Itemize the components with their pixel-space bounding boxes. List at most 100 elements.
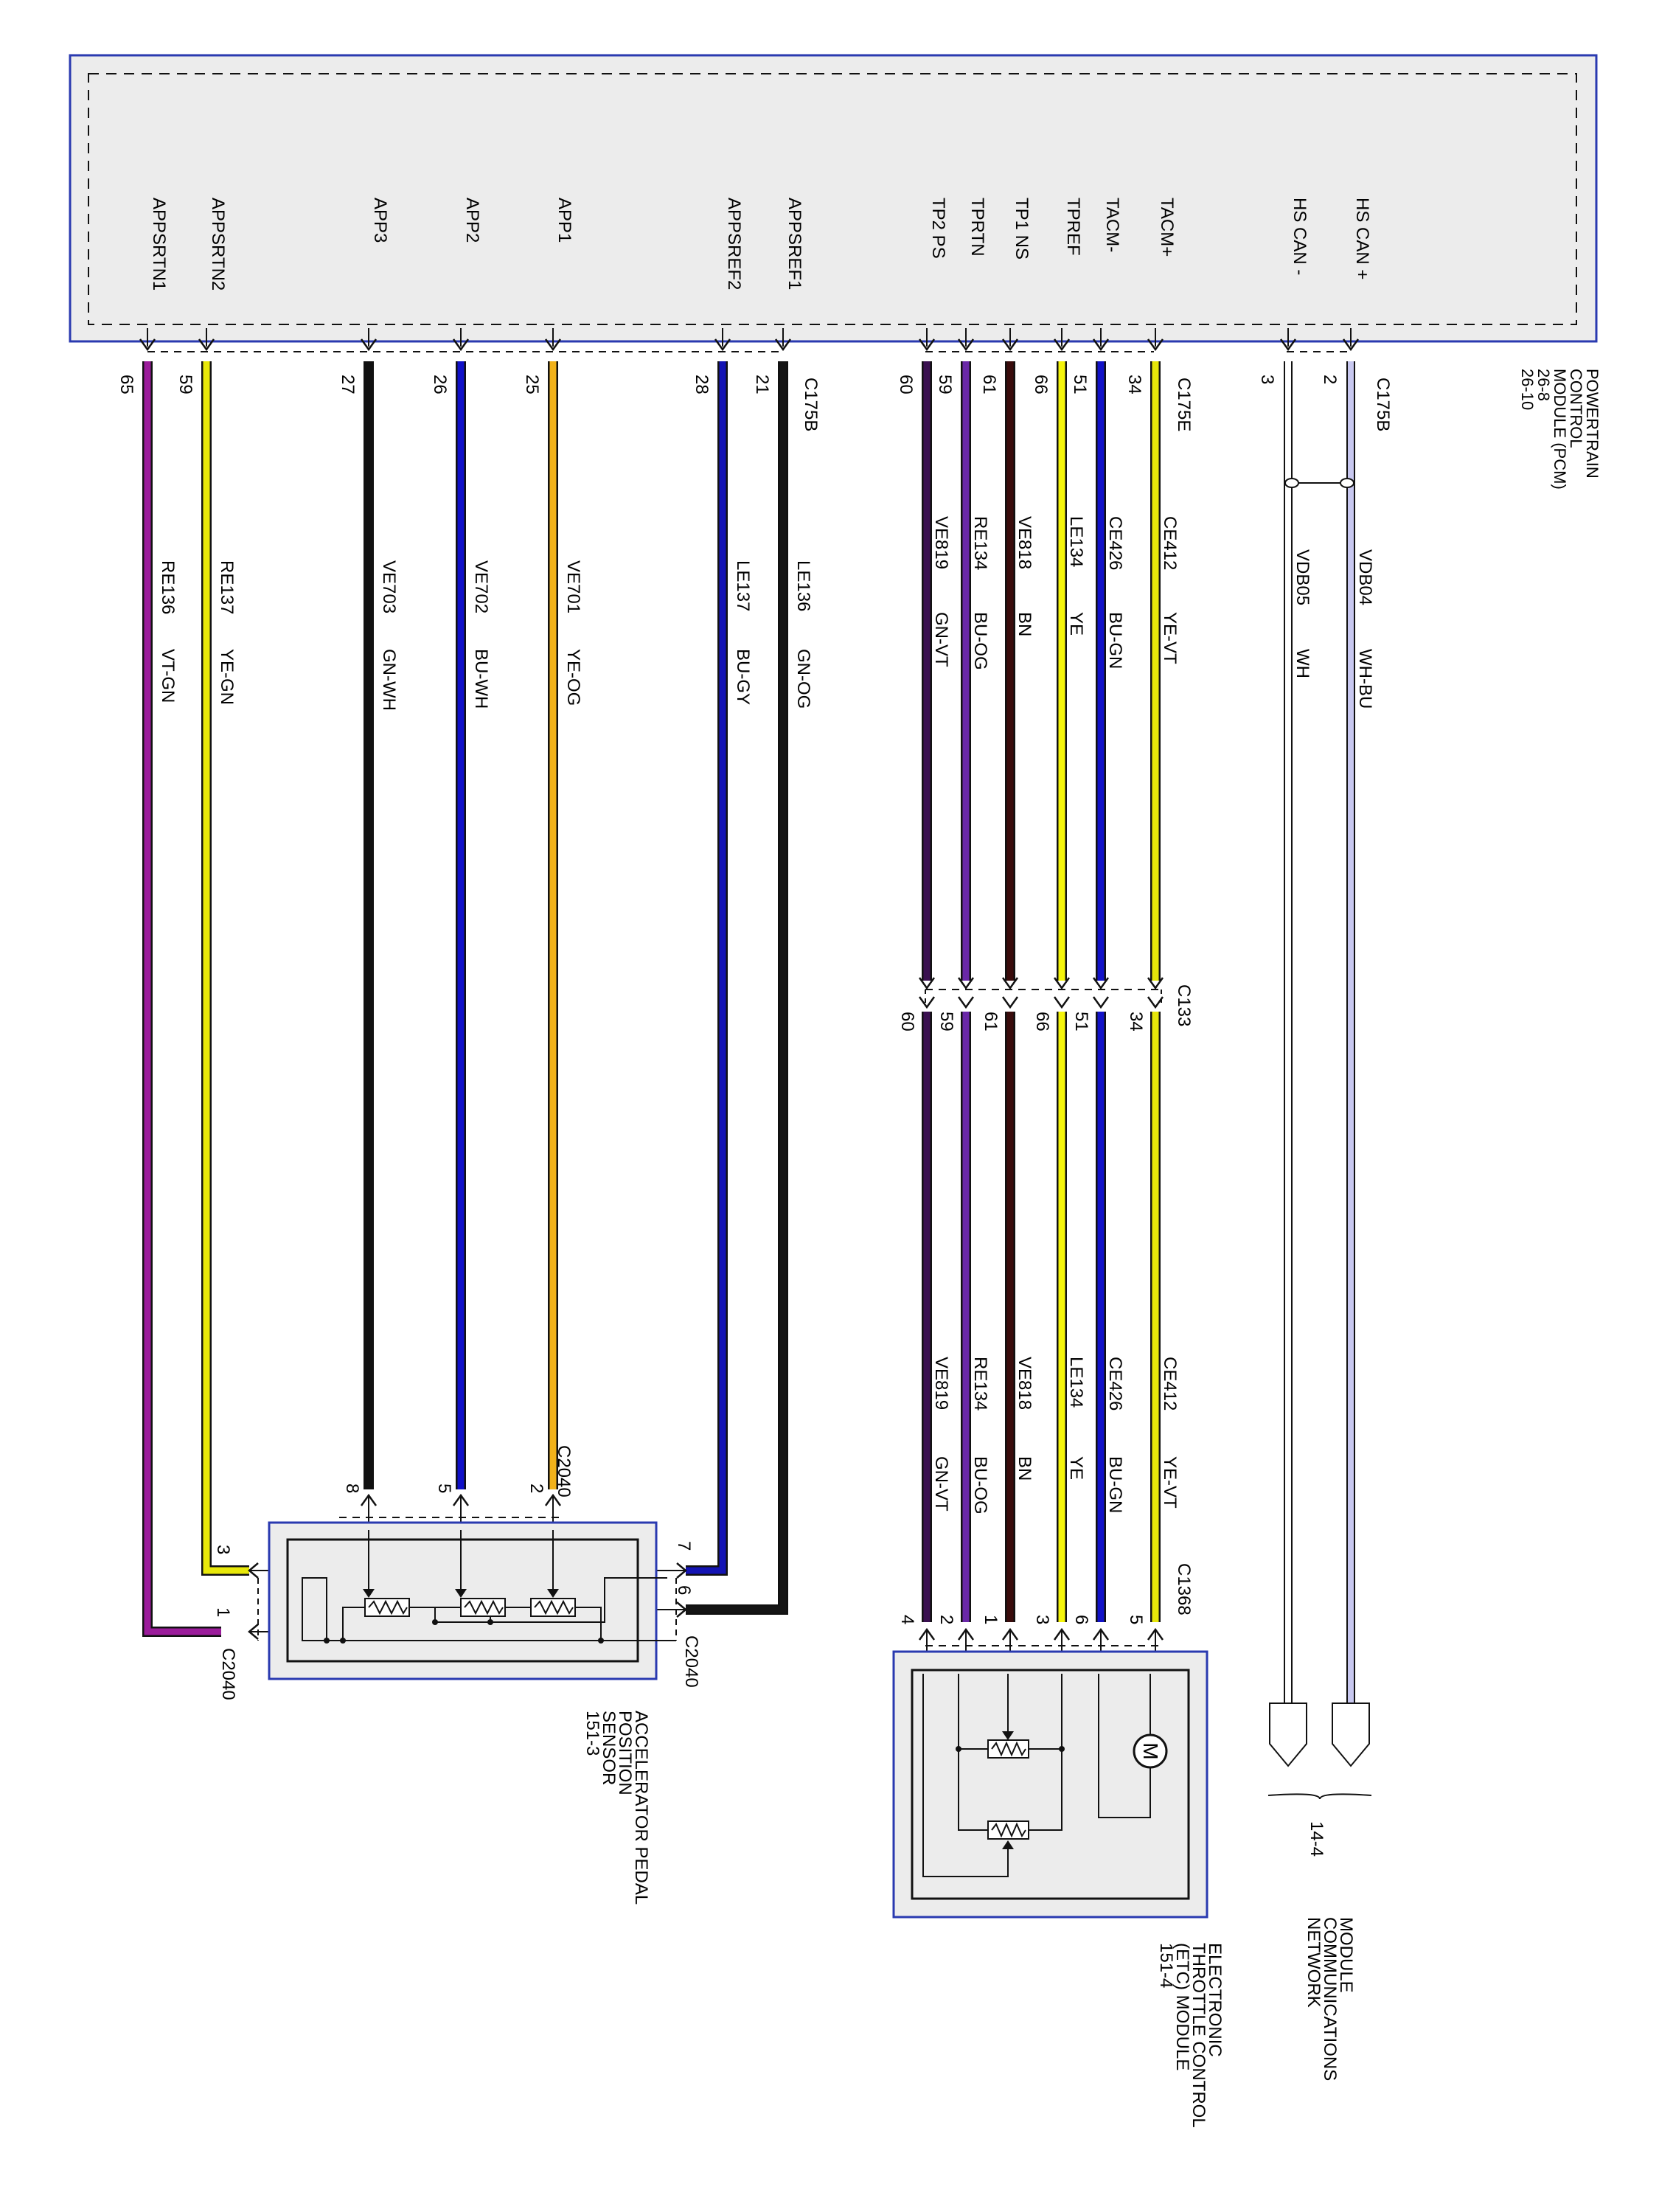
wire-le136-outline [686,361,788,1615]
pcm-pin-arrow-3 [452,338,470,352]
c133-arrow-in-5 [1147,977,1164,990]
color-a-ce412: YE-VT [1160,612,1180,664]
pcm-signal-6: APPSREF1 [785,198,804,290]
pcm-signal-3: APP2 [462,198,482,243]
color-le137: BU-GY [733,649,753,705]
pcm-signal-1: APPSRTN2 [208,198,228,291]
circuit-a-ve818: VE818 [1015,516,1034,569]
circuit-b-le134: LE134 [1066,1357,1086,1408]
pcm-pin-10: 66 [1031,375,1051,394]
circuit-re137: RE137 [217,560,237,614]
pcm-pin-4: 25 [522,375,542,394]
etc-name-1: ELECTRONIC [1205,1943,1225,2057]
app-sensor: C2040 C2040 C2040 ACCELERATOR PEDAL POSI… [218,1445,701,1905]
pcm-pin-arrow-8 [957,338,975,352]
app-pin-arrow-top-0 [360,1493,378,1506]
network-name-2: COMMUNICATIONS [1320,1917,1340,2081]
twisted-pair-mark-b [1340,478,1354,488]
c133-pin-3: 66 [1032,1012,1052,1032]
circuit-b-ve818: VE818 [1015,1357,1034,1410]
pcm-connector-c175b-can: C175B [1373,378,1393,431]
circuit-a-ce426: CE426 [1105,516,1125,570]
color-b-ve818: BN [1015,1456,1034,1481]
pcm-pin-12: 34 [1124,375,1144,394]
motor-symbol: M [1139,1742,1162,1759]
pcm-pin-arrow-7 [918,338,936,352]
pcm-pin-5: 28 [692,375,712,394]
pcm-pin-arrow-9 [1001,338,1019,352]
wire-le137 [686,361,726,1574]
app-pin-top-1: 5 [434,1484,454,1493]
pcm-module: POWERTRAIN CONTROL MODULE (PCM) 26-8 26-… [69,54,1601,490]
pcm-title-line-2: CONTROL [1567,369,1585,448]
c133-arrow-in-3 [1053,977,1071,990]
network-ref: 14-4 [1307,1821,1326,1857]
pcm-pin-arrow-14 [1342,338,1360,352]
etc-pin-arrow-1 [957,1627,975,1641]
app-pin-1: 1 [213,1607,233,1617]
pcm-pin-13: 3 [1257,375,1277,384]
pcm-pin-arrow-13 [1279,338,1297,352]
circuit-vdb05: VDB05 [1293,549,1312,605]
circuit-b-ce426: CE426 [1105,1357,1125,1411]
circuit-le136: LE136 [793,560,813,611]
pcm-connector-c175e: C175E [1174,378,1194,431]
circuit-a-re134: RE134 [970,516,990,570]
etc-pin-arrow-3 [1053,1627,1071,1641]
c133-arrow-out-4 [1092,996,1110,1009]
c133-arrow-out-3 [1053,996,1071,1009]
c133-connector: C133 [925,984,1194,1026]
app-sensor-name-2: POSITION [615,1711,635,1795]
c133-arrow-in-1 [957,977,975,990]
pcm-signal-12: TACM+ [1157,198,1177,257]
color-ve702: BU-WH [471,649,491,709]
etc-pin-arrow-4 [1092,1627,1110,1641]
color-b-re134: BU-OG [970,1456,990,1514]
c133-pin-5: 34 [1126,1012,1146,1032]
pcm-signal-7: TP2 PS [928,198,948,259]
color-re137: YE-GN [217,649,237,705]
pcm-title-line-4: 26-8 [1534,369,1553,401]
etc-name-3: (ETC) MODULE [1172,1943,1192,2070]
pcm-signal-10: TPREF [1063,198,1083,256]
etc-pin-arrow-5 [1147,1627,1164,1641]
wire-le136 [686,361,787,1613]
wires: APPSRTN165APPSRTN259APP327APP226APP125AP… [116,198,1375,1703]
app-pin-top-2: 2 [526,1484,546,1493]
color-a-ce426: BU-GN [1105,612,1125,669]
color-re136: VT-GN [158,649,178,703]
circuit-b-ce412: CE412 [1160,1357,1180,1411]
pcm-pin-0: 65 [116,375,136,394]
pcm-pin-1: 59 [175,375,195,394]
pcm-pin-arrow-4 [544,338,562,352]
wire-re137 [203,361,249,1574]
c133-arrow-out-5 [1147,996,1164,1009]
circuit-re136: RE136 [158,560,178,614]
circuit-vdb04: VDB04 [1355,549,1375,605]
app-connector-label-right: C2040 [681,1635,701,1688]
app-pin-arrow-top-1 [452,1493,470,1506]
c133-pin-4: 51 [1071,1012,1091,1032]
pcm-signal-14: HS CAN + [1352,198,1372,279]
pcm-signal-13: HS CAN - [1290,198,1310,275]
c133-arrow-in-0 [918,977,936,990]
circuit-a-ve819: VE819 [931,516,951,569]
etc-connector-label: C1368 [1174,1563,1194,1615]
wire-re137-outline [201,361,249,1576]
app-pin-top-0: 8 [342,1484,362,1493]
network-name-3: NETWORK [1304,1917,1324,2008]
pcm-signal-5: APPSREF2 [724,198,744,290]
pcm-pin-8: 59 [935,375,955,394]
c133-label: C133 [1174,984,1194,1026]
twisted-pair-mark-a [1284,478,1299,488]
pcm-pin-7: 60 [896,375,916,394]
pcm-signal-2: APP3 [370,198,390,243]
pcm-pin-9: 61 [979,375,999,394]
etc-pin-4: 6 [1071,1615,1091,1624]
color-a-le134: YE [1066,612,1086,636]
circuit-b-ve819: VE819 [931,1357,951,1410]
circuit-ve702: VE702 [471,560,491,613]
pcm-signal-9: TP1 NS [1012,198,1032,260]
wire-le137-outline [686,361,728,1576]
color-le136: GN-OG [793,649,813,709]
